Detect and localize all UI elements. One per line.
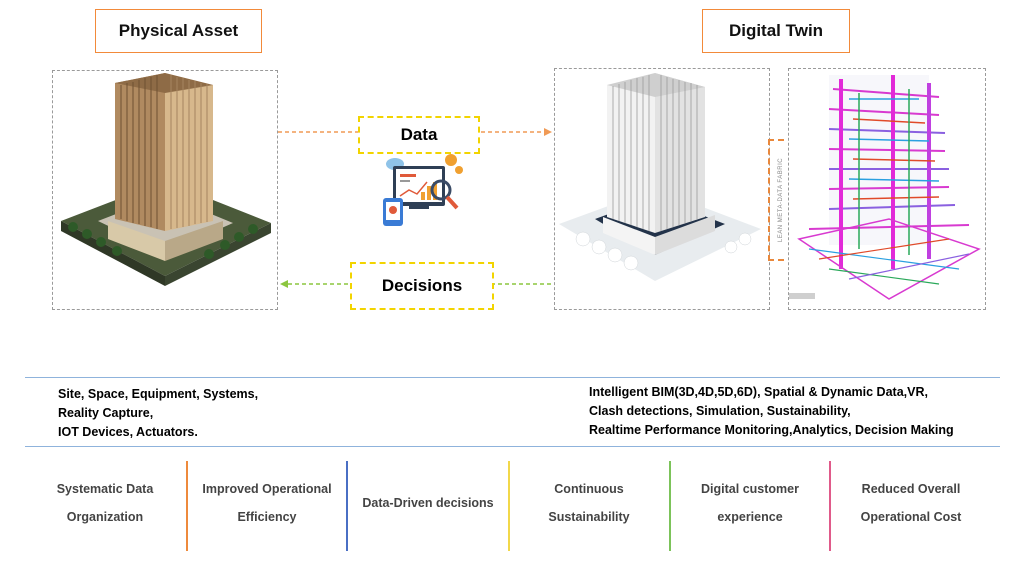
top-rule	[25, 377, 1000, 378]
benefit-line: Sustainability	[548, 510, 630, 524]
benefit-divider-pink	[829, 461, 831, 551]
benefit-divider-blue	[346, 461, 348, 551]
physical-asset-title-text: Physical Asset	[118, 21, 239, 40]
physical-building-image	[52, 70, 278, 310]
benefit-line: Reduced Overall	[861, 482, 961, 496]
physical-building-illustration	[61, 73, 271, 286]
digital-feature-line: Intelligent BIM(3D,4D,5D,6D), Spatial & …	[589, 385, 928, 399]
data-label-box: Data	[358, 116, 480, 154]
digital-twin-title: Digital Twin	[702, 9, 850, 53]
physical-feature-line: Reality Capture,	[58, 406, 154, 420]
digital-twin-title-text: Digital Twin	[728, 21, 824, 40]
physical-asset-title: Physical Asset	[95, 9, 262, 53]
benefit-divider-orange	[186, 461, 188, 551]
bim-mep-illustration	[789, 75, 981, 300]
benefit-line: Improved Operational	[202, 482, 332, 496]
benefit-line: Data-Driven decisions	[362, 496, 494, 510]
analytics-dashboard-icon	[383, 154, 463, 226]
decisions-label-box: Decisions	[350, 262, 494, 310]
benefit-line: Systematic Data	[56, 482, 154, 496]
digital-features-list: Intelligent BIM(3D,4D,5D,6D), Spatial & …	[589, 383, 1009, 440]
decisions-label: Decisions	[381, 276, 463, 295]
bim-mep-model-image	[788, 68, 986, 310]
physical-feature-line: IOT Devices, Actuators.	[58, 425, 198, 439]
bottom-rule	[25, 446, 1000, 447]
benefit-line: Continuous	[554, 482, 624, 496]
digital-feature-line: Realtime Performance Monitoring,Analytic…	[589, 423, 954, 437]
benefit-line: experience	[717, 510, 783, 524]
benefit-divider-yellow	[508, 461, 510, 551]
physical-feature-line: Site, Space, Equipment, Systems,	[58, 387, 259, 401]
digital-feature-line: Clash detections, Simulation, Sustainabi…	[589, 404, 851, 418]
data-label: Data	[400, 125, 438, 144]
benefit-line: Operational Cost	[860, 510, 962, 524]
benefit-data-driven: Data-Driven decisions	[350, 474, 506, 532]
digital-building-model-image	[554, 68, 770, 310]
benefit-line: Organization	[66, 510, 144, 524]
digital-building-illustration	[559, 73, 761, 281]
benefit-line: Efficiency	[237, 510, 297, 524]
benefit-line: Digital customer	[701, 482, 799, 496]
benefit-divider-green	[669, 461, 671, 551]
meta-data-fabric-label: LEAN META-DATA FABRIC	[778, 157, 784, 243]
physical-features-list: Site, Space, Equipment, Systems, Reality…	[58, 385, 378, 442]
benefit-customer-experience: Digital customer experience	[673, 474, 827, 532]
